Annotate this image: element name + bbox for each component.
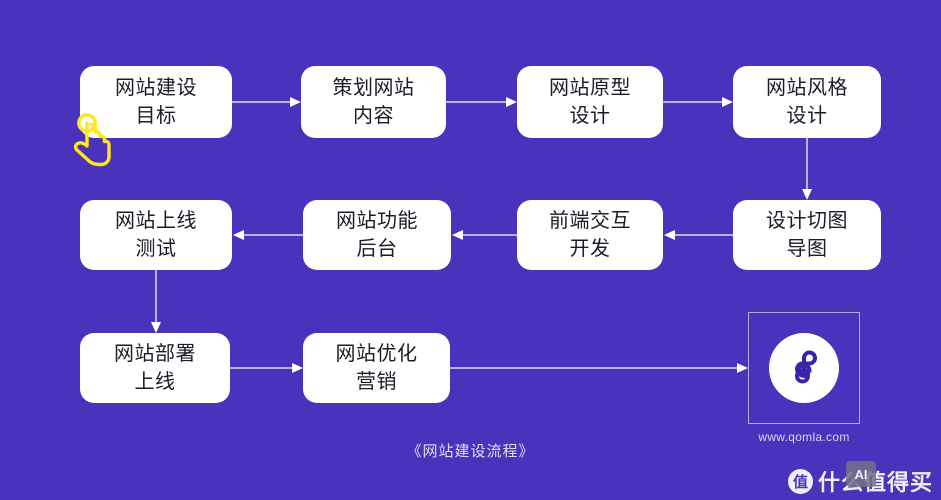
node-line-1: 网站功能	[336, 209, 418, 232]
qomla-clover-icon	[795, 350, 817, 384]
connector-n10-logo	[450, 362, 749, 374]
node-line-2: 设计	[569, 105, 611, 127]
watermark-ai-overlay: AI	[845, 461, 876, 487]
smzdm-watermark: 值 什么值得买 AI	[787, 461, 933, 497]
flow-node-website-goal[interactable]: 网站建设 目标	[80, 66, 232, 138]
node-line-1: 设计切图	[766, 209, 848, 232]
connector-n4-n5	[801, 138, 813, 201]
node-line-2: 导图	[786, 238, 828, 260]
flow-node-optimize-marketing[interactable]: 网站优化 营销	[303, 333, 450, 403]
node-line-1: 策划网站	[332, 76, 415, 99]
node-line-1: 网站部署	[114, 342, 196, 365]
brand-logo-frame	[748, 312, 860, 424]
connector-n5-n6	[663, 229, 734, 241]
flow-node-plan-content[interactable]: 策划网站 内容	[301, 66, 446, 138]
node-line-1: 网站优化	[335, 342, 418, 365]
flow-node-style-design[interactable]: 网站风格 设计	[733, 66, 881, 138]
node-line-1: 网站原型	[549, 76, 631, 99]
node-line-1: 网站建设	[115, 76, 197, 99]
node-line-2: 内容	[353, 105, 394, 127]
node-line-2: 后台	[356, 238, 398, 260]
flow-node-prototype-design[interactable]: 网站原型 设计	[517, 66, 663, 138]
flow-node-frontend-dev[interactable]: 前端交互 开发	[517, 200, 663, 270]
diagram-caption: 《网站建设流程》	[406, 443, 535, 460]
flow-node-slicing-design[interactable]: 设计切图 导图	[733, 200, 881, 270]
node-line-1: 前端交互	[549, 209, 631, 232]
node-line-2: 设计	[786, 105, 828, 127]
watermark-badge: 值	[787, 468, 813, 494]
flow-node-backend-features[interactable]: 网站功能 后台	[303, 200, 451, 270]
node-line-1: 网站上线	[115, 209, 197, 232]
brand-logo-circle	[769, 333, 839, 403]
node-line-1: 网站风格	[766, 76, 848, 99]
connector-n6-n7	[451, 229, 518, 241]
node-line-2: 营销	[356, 371, 397, 393]
flow-node-deploy-online[interactable]: 网站部署 上线	[80, 333, 230, 403]
node-line-2: 上线	[134, 371, 176, 393]
connector-n1-n2	[232, 96, 302, 108]
flow-node-launch-testing[interactable]: 网站上线 测试	[80, 200, 232, 270]
connector-n3-n4	[663, 96, 734, 108]
connector-n7-n8	[232, 229, 304, 241]
connector-n9-n10	[230, 362, 304, 374]
brand-url: www.qomla.com	[758, 430, 850, 444]
connector-n8-n9	[150, 270, 162, 334]
connector-n2-n3	[446, 96, 518, 108]
node-line-2: 测试	[135, 238, 177, 260]
node-line-2: 开发	[569, 238, 611, 260]
node-line-2: 目标	[135, 105, 177, 127]
